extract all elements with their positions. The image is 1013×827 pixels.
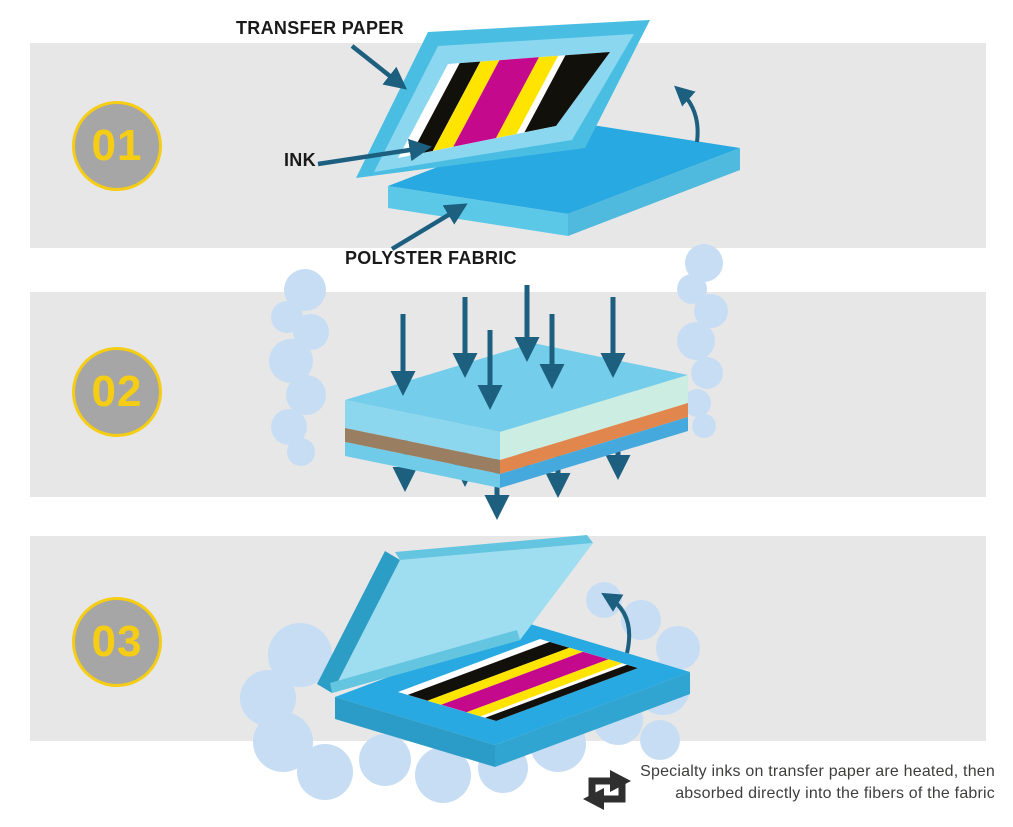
polyster-fabric-label: POLYSTER FABRIC bbox=[345, 248, 517, 268]
step3-number: 03 bbox=[91, 617, 143, 666]
step1-panel bbox=[30, 43, 986, 248]
step1-number: 01 bbox=[91, 121, 143, 170]
step2-panel bbox=[30, 292, 986, 497]
caption: Specialty inks on transfer paper are hea… bbox=[640, 761, 995, 805]
caption-line-2: absorbed directly into the fibers of the… bbox=[675, 785, 995, 802]
step3-number-badge: 03 bbox=[72, 597, 162, 687]
step3-panel bbox=[30, 536, 986, 741]
transfer-paper-label: TRANSFER PAPER bbox=[236, 18, 404, 38]
step1-number-badge: 01 bbox=[72, 101, 162, 191]
caption-line-1: Specialty inks on transfer paper are hea… bbox=[640, 763, 995, 780]
swap-arrows-icon bbox=[583, 770, 631, 810]
ink-label: INK bbox=[284, 150, 316, 170]
step2-number-badge: 02 bbox=[72, 347, 162, 437]
step2-number: 02 bbox=[91, 367, 143, 416]
